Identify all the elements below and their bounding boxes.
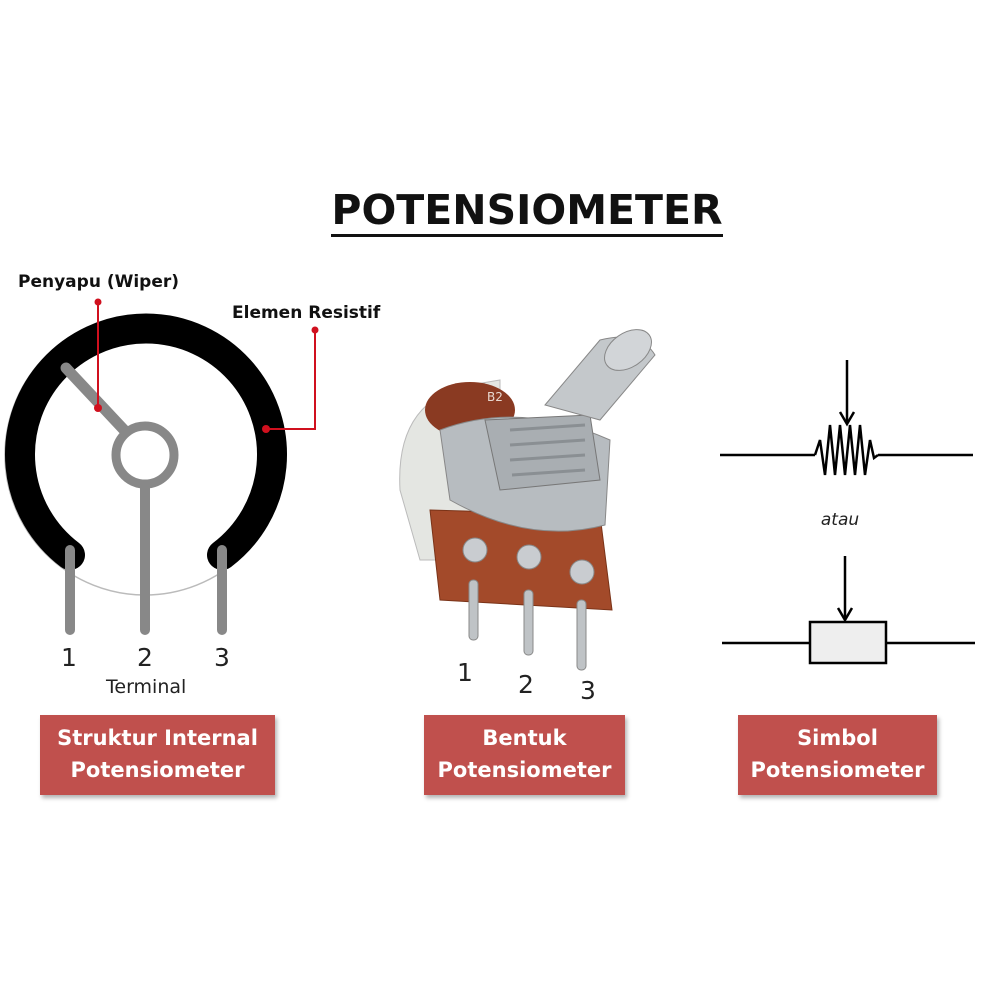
body-marking: B2 (487, 390, 503, 404)
terminal-number: 2 (137, 643, 153, 672)
or-label: atau (820, 510, 860, 530)
resistive-element-label: Elemen Resistif (232, 303, 381, 323)
page-title: POTENSIOMETER (0, 186, 1000, 237)
pointer-dot (311, 326, 319, 334)
pin-number: 2 (518, 670, 534, 699)
caption-line: Simbol (797, 726, 878, 750)
caption-line: Potensiometer (750, 758, 925, 782)
caption-line: Potensiometer (437, 758, 612, 782)
resistive-element-ring (5, 313, 287, 570)
pointer-dot (94, 404, 102, 412)
terminal-number: 1 (61, 643, 77, 672)
pointer-dot (94, 298, 102, 306)
caption-symbol: Simbol Potensiometer (738, 715, 937, 795)
pointer-dot (262, 425, 270, 433)
terminal-number: 3 (214, 643, 230, 672)
pin-number: 3 (580, 676, 596, 705)
zigzag-symbol (720, 360, 973, 476)
resistive-pointer-line (267, 330, 316, 430)
terminal-label: Terminal (106, 676, 187, 698)
wiper-arm (60, 362, 132, 438)
wiper-label: Penyapu (Wiper) (18, 272, 180, 292)
caption-line: Struktur Internal (57, 726, 258, 750)
box-symbol (722, 556, 975, 665)
caption-line: Potensiometer (70, 758, 245, 782)
caption-internal-structure: Struktur Internal Potensiometer (40, 715, 275, 795)
pin-number: 1 (457, 658, 473, 687)
caption-shape: Bentuk Potensiometer (424, 715, 625, 795)
caption-line: Bentuk (482, 726, 567, 750)
wiper-pivot (111, 421, 179, 489)
potentiometer-photo: B2 (399, 329, 656, 671)
